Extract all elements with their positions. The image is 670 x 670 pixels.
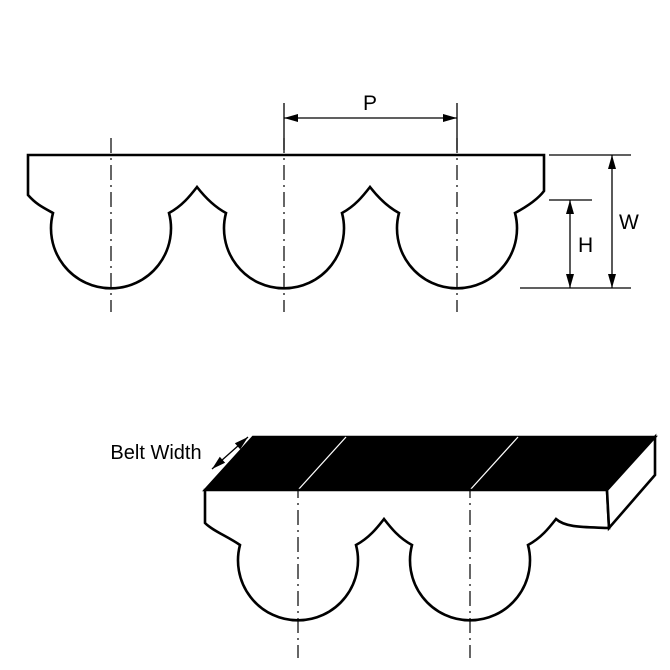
- top-surface-seam-line: [297, 436, 347, 491]
- belt-profile-outline: [26, 153, 546, 290]
- belt-profile-top-view: [26, 138, 546, 312]
- top-surface-seam-line: [469, 436, 519, 491]
- belt-width-label: Belt Width: [110, 442, 201, 464]
- belt-width-callout: Belt Width: [110, 436, 249, 470]
- belt-width-arrow: [211, 436, 249, 470]
- dimension-w: W: [520, 154, 639, 289]
- pitch-label: P: [363, 92, 377, 115]
- belt-3d-view: [202, 433, 658, 658]
- dimension-p: P: [283, 92, 458, 150]
- belt-end-face: [605, 433, 657, 532]
- dimension-h: H: [549, 199, 593, 288]
- belt-front-face-profile: [203, 488, 611, 622]
- belt-top-surface: [202, 435, 658, 492]
- height-label: H: [578, 234, 593, 257]
- width-label: W: [619, 211, 639, 234]
